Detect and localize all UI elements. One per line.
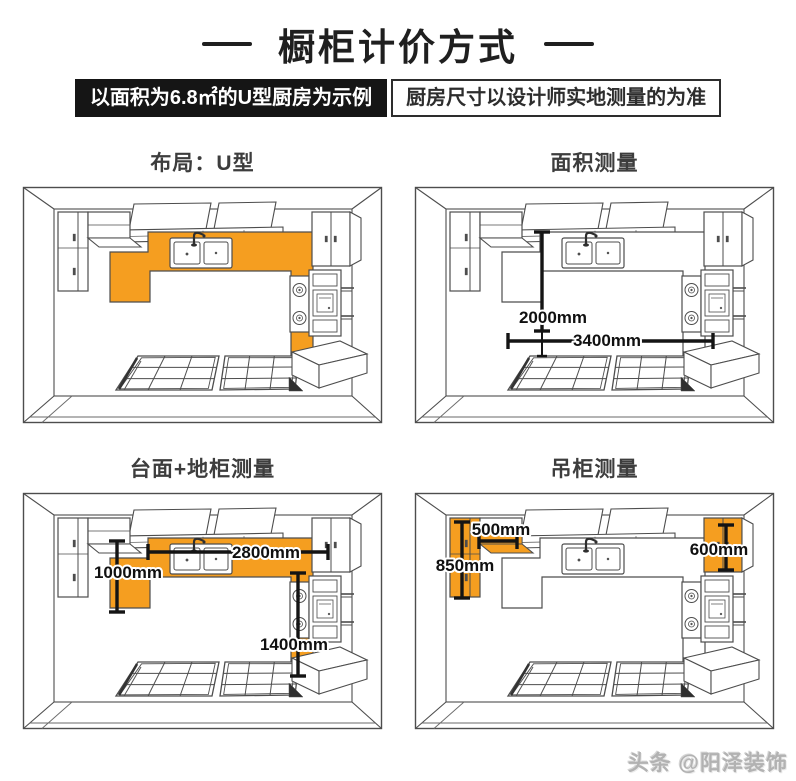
bench bbox=[682, 646, 761, 695]
floor-tiles bbox=[506, 661, 696, 698]
kitchen-diagram-layout bbox=[22, 186, 383, 424]
floor-tile-grid bbox=[506, 355, 612, 391]
dimension-850mm: 850mm bbox=[434, 520, 496, 600]
bench bbox=[682, 340, 761, 389]
example-badge: 以面积为6.8㎡的U型厨房为示例 bbox=[74, 79, 388, 117]
panel-title-counter: 台面+地柜测量 bbox=[129, 458, 276, 481]
dimensions: 2800mm 1000mm 1400mm bbox=[92, 539, 330, 678]
dimension-label: 1000mm bbox=[94, 563, 162, 582]
cooktop bbox=[681, 581, 702, 639]
right-appliance-unit bbox=[700, 269, 746, 337]
dimension-label: 850mm bbox=[436, 556, 495, 575]
title-dash-left bbox=[202, 42, 252, 46]
dimension-3400mm: 3400mm bbox=[506, 329, 715, 352]
dimension-label: 600mm bbox=[690, 540, 749, 559]
right-appliance-unit bbox=[308, 269, 354, 337]
dimensions: 2000mm 3400mm bbox=[506, 230, 715, 358]
dimension-2800mm: 2800mm bbox=[146, 541, 330, 564]
floor-tile-grid bbox=[114, 355, 220, 391]
left-wall-cabinets bbox=[57, 517, 143, 598]
panel-counter: 台面+地柜测量 2800mm 1000mm 1400mm bbox=[20, 456, 385, 732]
dimensions: 500mm 850mm 600mm bbox=[434, 518, 750, 600]
floor-tiles bbox=[114, 355, 304, 392]
kitchen-diagram-area: 2000mm 3400mm bbox=[414, 186, 775, 424]
right-wall-cabinet bbox=[703, 517, 754, 573]
floor-tiles bbox=[114, 661, 304, 698]
sink bbox=[169, 231, 233, 269]
panel-title-wall: 吊柜测量 bbox=[550, 458, 639, 481]
cooktop bbox=[681, 275, 702, 333]
floor-tile-grid bbox=[219, 355, 300, 391]
kitchen-diagram-wall: 500mm 850mm 600mm bbox=[414, 492, 775, 730]
watermark: 头条 @阳泽装饰 bbox=[627, 752, 788, 775]
dimension-600mm: 600mm bbox=[688, 523, 750, 572]
page-title-row: 橱柜计价方式 bbox=[0, 22, 796, 68]
floor-tile-grid bbox=[611, 355, 692, 391]
subtitle-row: 以面积为6.8㎡的U型厨房为示例 厨房尺寸以设计师实地测量的为准 bbox=[0, 79, 796, 117]
panel-title-area: 面积测量 bbox=[550, 152, 639, 175]
floor-tile-grid bbox=[611, 661, 692, 697]
dimension-label: 2800mm bbox=[232, 543, 300, 562]
panel-title-layout: 布局：U型 bbox=[150, 152, 255, 175]
floor-tiles bbox=[506, 355, 696, 392]
dimension-1000mm: 1000mm bbox=[92, 539, 164, 614]
right-wall-cabinet bbox=[311, 211, 362, 267]
dimension-2000mm: 2000mm bbox=[517, 230, 589, 358]
floor-tile-grid bbox=[506, 661, 612, 697]
right-appliance-unit bbox=[308, 575, 354, 643]
right-wall-cabinet bbox=[311, 517, 362, 573]
bench bbox=[290, 340, 369, 389]
note-badge: 厨房尺寸以设计师实地测量的为准 bbox=[391, 79, 722, 117]
panel-layout: 布局：U型 bbox=[20, 150, 385, 426]
panel-area: 面积测量 2000mm 3400mm bbox=[412, 150, 777, 426]
left-wall-cabinets bbox=[57, 211, 143, 292]
panel-wall: 吊柜测量 500mm 850mm 600mm bbox=[412, 456, 777, 732]
sink bbox=[561, 231, 625, 269]
sink bbox=[169, 537, 233, 575]
dimension-label: 500mm bbox=[472, 520, 531, 539]
floor-tile-grid bbox=[219, 661, 300, 697]
dimension-label: 2000mm bbox=[519, 308, 587, 327]
page-title: 橱柜计价方式 bbox=[278, 27, 518, 68]
title-dash-right bbox=[544, 42, 594, 46]
left-wall-cabinets bbox=[449, 211, 535, 292]
right-appliance-unit bbox=[700, 575, 746, 643]
kitchen-diagram-counter: 2800mm 1000mm 1400mm bbox=[22, 492, 383, 730]
dimension-label: 1400mm bbox=[260, 635, 328, 654]
dimension-500mm: 500mm bbox=[470, 518, 532, 549]
dimension-label: 3400mm bbox=[573, 331, 641, 350]
right-wall-cabinet bbox=[703, 211, 754, 267]
sink bbox=[561, 537, 625, 575]
floor-tile-grid bbox=[114, 661, 220, 697]
cooktop bbox=[289, 275, 310, 333]
dimension-1400mm: 1400mm bbox=[258, 571, 330, 678]
